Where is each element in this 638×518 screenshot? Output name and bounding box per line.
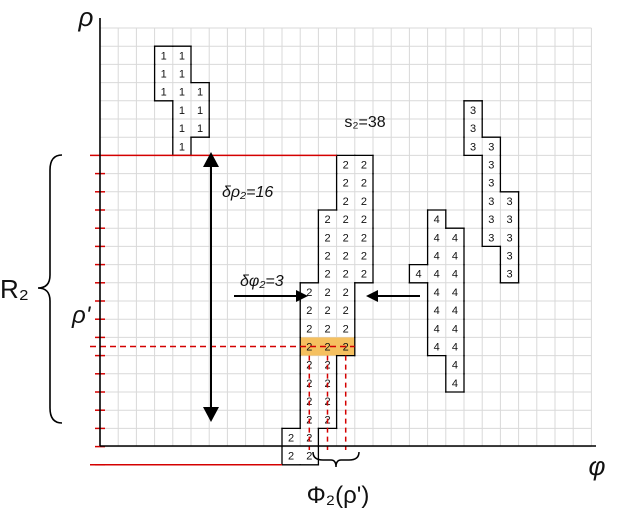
delta-phi-left-arrow bbox=[234, 290, 308, 302]
cell-label: 3 bbox=[488, 141, 494, 153]
cell-label: 2 bbox=[306, 287, 312, 299]
cell-label: 3 bbox=[488, 178, 494, 190]
cell-label: 2 bbox=[361, 269, 367, 281]
cell-label: 2 bbox=[343, 305, 349, 317]
cell-label: 3 bbox=[470, 105, 476, 117]
cell-label: 1 bbox=[197, 123, 203, 135]
cell-label: 1 bbox=[179, 123, 185, 135]
cell-label: 3 bbox=[506, 251, 512, 263]
cell-label: 2 bbox=[306, 305, 312, 317]
cell-label: 1 bbox=[179, 141, 185, 153]
cell-label: 4 bbox=[434, 251, 440, 263]
delta-rho-label: δρ₂=16 bbox=[222, 184, 273, 201]
cell-label: 1 bbox=[161, 50, 167, 62]
cell-label: 2 bbox=[306, 342, 312, 354]
cell-label: 4 bbox=[434, 269, 440, 281]
cell-label: 2 bbox=[324, 305, 330, 317]
cell-label: 2 bbox=[324, 269, 330, 281]
cell-label: 4 bbox=[434, 305, 440, 317]
cell-label: 3 bbox=[506, 232, 512, 244]
y-axis-label: ρ bbox=[78, 2, 94, 32]
cell-label: 2 bbox=[343, 342, 349, 354]
cell-label: 2 bbox=[361, 214, 367, 226]
cell-label: 3 bbox=[470, 123, 476, 135]
delta-phi-label: δφ₂=3 bbox=[240, 273, 284, 290]
cell-label: 2 bbox=[361, 232, 367, 244]
cell-label: 2 bbox=[343, 269, 349, 281]
cell-label: 2 bbox=[361, 178, 367, 190]
cell-label: 4 bbox=[452, 378, 458, 390]
cell-label: 4 bbox=[434, 287, 440, 299]
cell-label: 3 bbox=[488, 160, 494, 172]
cell-label: 2 bbox=[324, 232, 330, 244]
cell-label: 2 bbox=[324, 323, 330, 335]
cell-label: 1 bbox=[179, 87, 185, 99]
red-guides bbox=[90, 154, 355, 466]
delta-rho-arrow bbox=[203, 152, 219, 422]
cell-label: 2 bbox=[324, 214, 330, 226]
cell-label: 4 bbox=[452, 323, 458, 335]
cell-label: 4 bbox=[452, 287, 458, 299]
cell-label: 2 bbox=[343, 251, 349, 263]
cell-label: 4 bbox=[434, 232, 440, 244]
s2-label: s₂=38 bbox=[344, 114, 385, 131]
cell-label: 2 bbox=[324, 287, 330, 299]
region-label: R₂ bbox=[0, 274, 29, 304]
cell-label: 4 bbox=[452, 232, 458, 244]
cell-label: 2 bbox=[343, 214, 349, 226]
cell-label: 2 bbox=[288, 451, 294, 463]
cell-label: 4 bbox=[434, 342, 440, 354]
cell-label: 2 bbox=[343, 196, 349, 208]
highlight-row bbox=[300, 337, 355, 356]
delta-phi-right-arrow bbox=[366, 290, 420, 302]
cell-label: 4 bbox=[434, 214, 440, 226]
rho-prime-label: ρ' bbox=[71, 302, 92, 329]
cell-label: 4 bbox=[415, 269, 421, 281]
phi-brace bbox=[312, 451, 360, 468]
cell-label: 1 bbox=[197, 105, 203, 117]
cell-label: 2 bbox=[288, 433, 294, 445]
cell-label: 2 bbox=[361, 251, 367, 263]
cell-label: 4 bbox=[452, 342, 458, 354]
cell-label: 3 bbox=[470, 141, 476, 153]
region-brace bbox=[37, 154, 63, 424]
cell-label: 1 bbox=[197, 87, 203, 99]
cell-label: 2 bbox=[324, 251, 330, 263]
cell-label: 3 bbox=[506, 196, 512, 208]
cell-label: 4 bbox=[452, 269, 458, 281]
cell-label: 4 bbox=[452, 360, 458, 372]
cell-label: 1 bbox=[179, 50, 185, 62]
cell-label: 4 bbox=[452, 251, 458, 263]
cell-label: 1 bbox=[161, 87, 167, 99]
cell-label: 3 bbox=[488, 232, 494, 244]
phi-set-label: Φ₂(ρ') bbox=[307, 482, 370, 509]
cell-label: 2 bbox=[343, 160, 349, 172]
cell-label: 2 bbox=[324, 342, 330, 354]
cell-label: 1 bbox=[179, 69, 185, 81]
cell-label: 2 bbox=[361, 160, 367, 172]
cell-label: 1 bbox=[179, 105, 185, 117]
cell-label: 4 bbox=[452, 305, 458, 317]
blob-2: 2222222222222222222222222222222222222222… bbox=[281, 154, 374, 466]
cell-label: 2 bbox=[343, 178, 349, 190]
cell-label: 2 bbox=[343, 323, 349, 335]
cell-label: 3 bbox=[488, 196, 494, 208]
cell-label: 2 bbox=[306, 323, 312, 335]
cell-label: 3 bbox=[506, 269, 512, 281]
cell-label: 1 bbox=[161, 69, 167, 81]
x-axis-label: φ bbox=[589, 451, 606, 481]
cell-label: 2 bbox=[306, 451, 312, 463]
cell-label: 2 bbox=[343, 287, 349, 299]
cell-label: 4 bbox=[434, 323, 440, 335]
cell-label: 3 bbox=[488, 214, 494, 226]
cell-label: 2 bbox=[361, 196, 367, 208]
cell-label: 3 bbox=[506, 214, 512, 226]
cell-label: 2 bbox=[343, 232, 349, 244]
